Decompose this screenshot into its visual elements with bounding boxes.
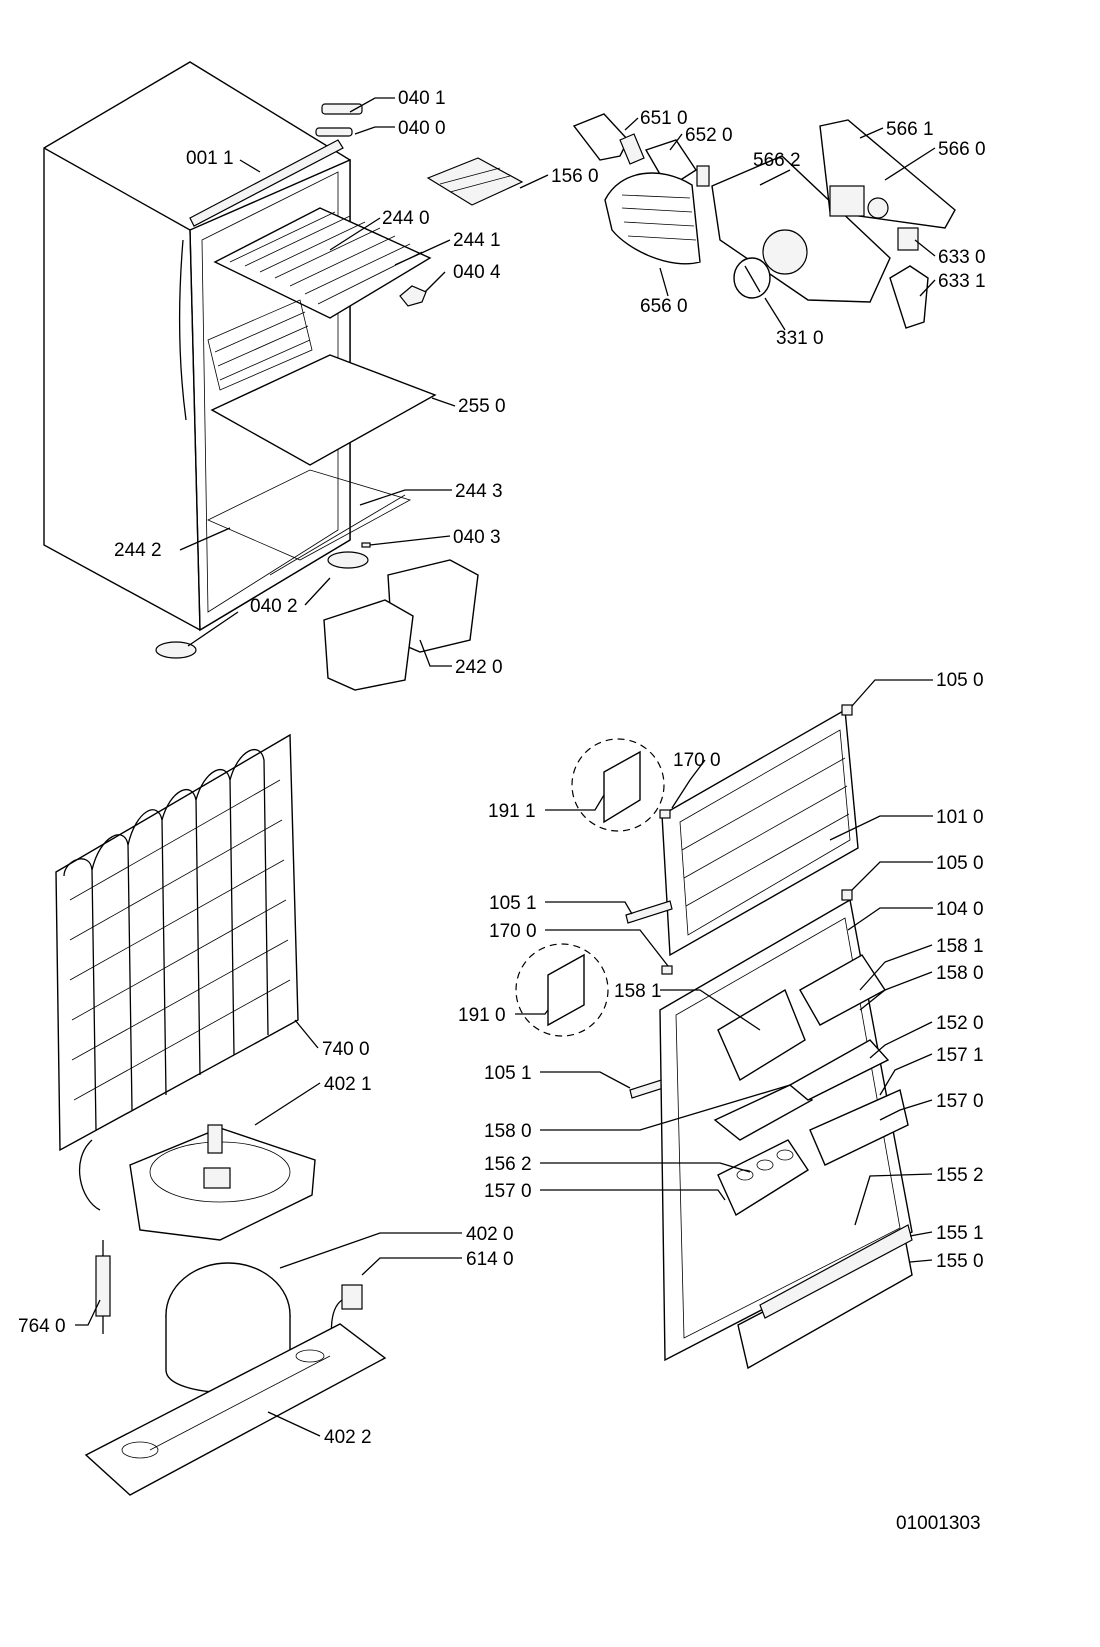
label-244-0: 244 0 bbox=[382, 208, 430, 229]
label-158-0-left: 158 0 bbox=[484, 1121, 532, 1142]
label-566-1: 566 1 bbox=[886, 119, 934, 140]
drawing-number: 01001303 bbox=[896, 1513, 981, 1534]
condenser-drawing bbox=[55, 733, 299, 1211]
label-242-0: 242 0 bbox=[455, 657, 503, 678]
label-652-0: 652 0 bbox=[685, 125, 733, 146]
label-651-0: 651 0 bbox=[640, 108, 688, 129]
label-040-0: 040 0 bbox=[398, 118, 446, 139]
label-331-0: 331 0 bbox=[776, 328, 824, 349]
label-155-1: 155 1 bbox=[936, 1223, 984, 1244]
label-633-0: 633 0 bbox=[938, 247, 986, 268]
label-764-0: 764 0 bbox=[18, 1316, 66, 1337]
label-105-1-bottom: 105 1 bbox=[484, 1063, 532, 1084]
label-158-1-right: 158 1 bbox=[936, 936, 984, 957]
label-157-1: 157 1 bbox=[936, 1045, 984, 1066]
crisper-drawers bbox=[323, 559, 479, 691]
label-255-0: 255 0 bbox=[458, 396, 506, 417]
label-191-0: 191 0 bbox=[458, 1005, 506, 1026]
label-155-0: 155 0 bbox=[936, 1251, 984, 1272]
wire-shelf-upper bbox=[213, 207, 432, 319]
label-402-1: 402 1 bbox=[324, 1074, 372, 1095]
label-656-0: 656 0 bbox=[640, 296, 688, 317]
label-155-2: 155 2 bbox=[936, 1165, 984, 1186]
wire-shelf-lower bbox=[207, 299, 313, 391]
label-191-1: 191 1 bbox=[488, 801, 536, 822]
label-244-2: 244 2 bbox=[114, 540, 162, 561]
label-633-1: 633 1 bbox=[938, 271, 986, 292]
label-040-3: 040 3 bbox=[453, 527, 501, 548]
label-156-2: 156 2 bbox=[484, 1154, 532, 1175]
label-157-0-right: 157 0 bbox=[936, 1091, 984, 1112]
label-104-0: 104 0 bbox=[936, 899, 984, 920]
cabinet-drawing bbox=[43, 61, 524, 691]
label-105-0-mid: 105 0 bbox=[936, 853, 984, 874]
label-566-2: 566 2 bbox=[753, 150, 801, 171]
label-244-1: 244 1 bbox=[453, 230, 501, 251]
label-244-3: 244 3 bbox=[455, 481, 503, 502]
label-040-1: 040 1 bbox=[398, 88, 446, 109]
compressor-drawing bbox=[84, 1124, 387, 1496]
control-housing-drawing bbox=[572, 113, 956, 329]
label-156-0: 156 0 bbox=[551, 166, 599, 187]
leader-lines bbox=[75, 97, 936, 1437]
label-614-0: 614 0 bbox=[466, 1249, 514, 1270]
label-158-1-left: 158 1 bbox=[614, 981, 662, 1002]
label-402-0: 402 0 bbox=[466, 1224, 514, 1245]
label-040-4: 040 4 bbox=[453, 262, 501, 283]
label-158-0-right: 158 0 bbox=[936, 963, 984, 984]
part-labels: 040 1 040 0 001 1 156 0 244 0 244 1 040 … bbox=[18, 88, 986, 1534]
label-040-2: 040 2 bbox=[250, 596, 298, 617]
label-001-1: 001 1 bbox=[186, 148, 234, 169]
label-157-0-left: 157 0 bbox=[484, 1181, 532, 1202]
label-152-0: 152 0 bbox=[936, 1013, 984, 1034]
label-566-0: 566 0 bbox=[938, 139, 986, 160]
label-740-0: 740 0 bbox=[322, 1039, 370, 1060]
label-170-0-mid: 170 0 bbox=[489, 921, 537, 942]
label-170-0-top: 170 0 bbox=[673, 750, 721, 771]
label-105-0-top: 105 0 bbox=[936, 670, 984, 691]
doors-drawing bbox=[515, 704, 913, 1370]
label-402-2: 402 2 bbox=[324, 1427, 372, 1448]
label-101-0: 101 0 bbox=[936, 807, 984, 828]
label-105-1-top: 105 1 bbox=[489, 893, 537, 914]
